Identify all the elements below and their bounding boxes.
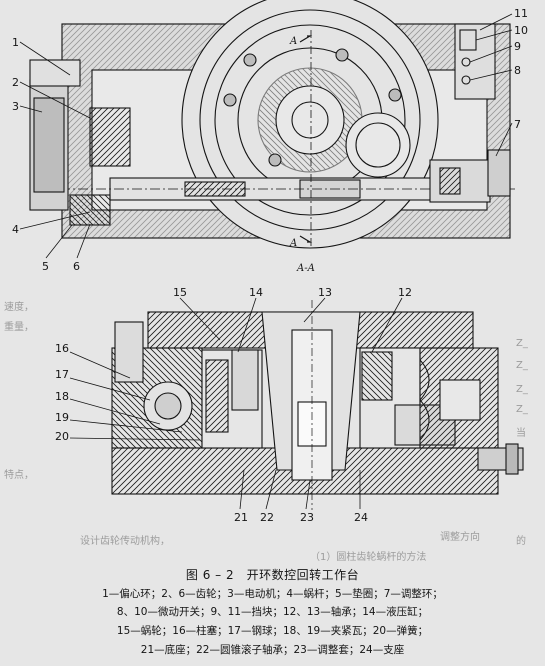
bleed-text: Z_ xyxy=(516,384,528,395)
legend-line: 8、10—微动开关；9、11—挡块；12、13—轴承；14—液压缸； xyxy=(116,606,429,618)
bleed-text: 设计齿轮传动机构， xyxy=(80,536,170,547)
bleed-text: 重量， xyxy=(4,322,34,333)
motor-housing xyxy=(29,59,81,211)
lower-section-view xyxy=(69,297,524,510)
bleed-text: 调整方向 xyxy=(440,532,480,543)
bleed-text: Z_ xyxy=(516,360,528,371)
gear-cluster xyxy=(89,107,131,167)
bleed-text: Z_ xyxy=(516,338,528,349)
bleed-text: （1）圆柱齿轮蜗杆的方法 xyxy=(310,552,427,563)
callout-label: 5 xyxy=(42,260,49,273)
callout-label: 16 xyxy=(55,342,69,355)
callout-label: 9 xyxy=(514,40,521,53)
central-spindle xyxy=(261,300,361,510)
callout-label: 6 xyxy=(73,260,80,273)
callout-label: 17 xyxy=(55,368,69,381)
upper-callouts: 1 2 3 4 5 6 7 8 9 10 11 A A xyxy=(12,7,528,273)
bleed-text: 特点， xyxy=(4,470,34,481)
callout-label: 22 xyxy=(260,511,274,524)
bleed-text: Z_ xyxy=(516,404,528,415)
legend-line: 15—蜗轮；16—柱塞；17—钢球；18、19—夹紧瓦；20—弹簧； xyxy=(116,625,429,637)
legend-line: 1—偏心环；2、6—齿轮；3—电动机；4—蜗杆；5—垫圈；7—调整环； xyxy=(102,588,443,600)
bleed-text: 速度， xyxy=(4,302,34,313)
lower-callouts: 12 13 14 15 16 17 18 19 20 21 22 23 24 xyxy=(55,286,412,524)
callout-label: 1 xyxy=(12,36,19,49)
bearing-ring xyxy=(345,112,411,178)
callout-label: 24 xyxy=(354,511,368,524)
callout-label: 13 xyxy=(318,286,332,299)
callout-label: 20 xyxy=(55,430,69,443)
switch-box xyxy=(454,23,496,100)
callout-label: 11 xyxy=(514,7,528,20)
callout-label: 15 xyxy=(173,286,187,299)
callout-label: 7 xyxy=(514,118,521,131)
callout-label: 3 xyxy=(12,100,19,113)
section-marker: A xyxy=(289,238,297,249)
callout-label: 8 xyxy=(514,64,521,77)
bleed-text: 当 xyxy=(516,428,526,439)
section-marker: A xyxy=(289,36,297,47)
callout-label: 12 xyxy=(398,286,412,299)
callout-label: 19 xyxy=(55,411,69,424)
upper-plan-view xyxy=(19,0,515,259)
callout-label: 21 xyxy=(234,511,248,524)
callout-label: 4 xyxy=(12,223,19,236)
callout-label: 2 xyxy=(12,76,19,89)
callout-label: 23 xyxy=(300,511,314,524)
bleed-text: 的 xyxy=(516,536,526,547)
section-label: A-A xyxy=(296,263,315,274)
legend-line: 21—底座；22—圆锥滚子轴承；23—调整套；24—支座 xyxy=(140,644,405,656)
callout-label: 18 xyxy=(55,390,69,403)
figure-title: 图 6 – 2 开环数控回转工作台 xyxy=(185,568,360,582)
callout-label: 14 xyxy=(249,286,263,299)
callout-label: 10 xyxy=(514,24,528,37)
